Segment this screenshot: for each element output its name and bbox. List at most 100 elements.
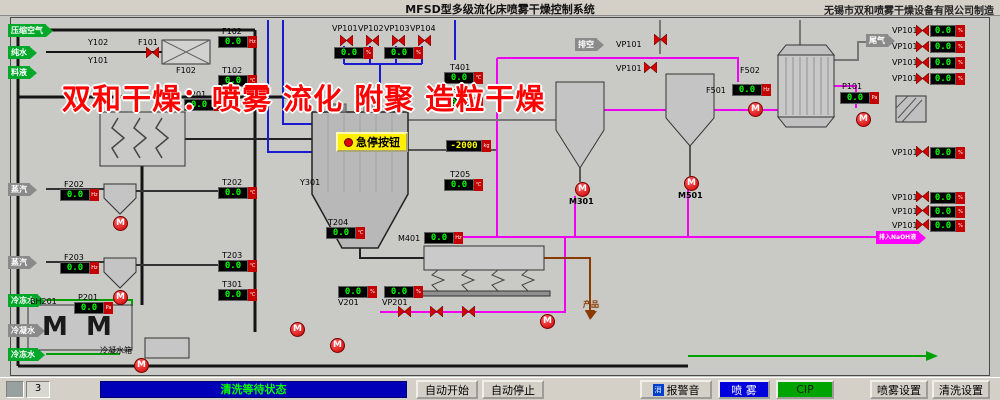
equipment-label: VP101 xyxy=(892,58,918,67)
estop-label: 急停按钮 xyxy=(356,136,400,149)
toolbar-button-auto-start[interactable]: 自动开始 xyxy=(416,380,478,399)
equipment-label: VP104 xyxy=(410,24,436,33)
equipment-label: T201 xyxy=(186,90,207,99)
equipment-label: P101 xyxy=(842,82,863,91)
flow-arrow: 冷冻水 xyxy=(8,348,45,361)
valve-icon[interactable] xyxy=(915,40,930,53)
pump-icon[interactable]: M xyxy=(113,216,128,231)
equipment-label: VP101 xyxy=(892,42,918,51)
valve-icon[interactable] xyxy=(915,218,930,231)
flow-arrow: 压缩空气 xyxy=(8,24,53,37)
pump-icon[interactable]: M xyxy=(684,176,699,191)
flow-arrow: 冷凝水 xyxy=(8,324,45,337)
pump-icon[interactable]: M xyxy=(134,358,149,373)
page-title: MFSD型多级流化床喷雾干燥控制系统 xyxy=(405,3,595,16)
flow-arrow: 纯水 xyxy=(8,46,37,59)
diagram-canvas xyxy=(10,17,990,376)
digital-display: 0.0% xyxy=(930,25,965,37)
pump-icon[interactable]: M xyxy=(540,314,555,329)
equipment-label: VP101 xyxy=(892,193,918,202)
equipment-label: VP101 xyxy=(616,64,642,73)
equipment-label: VP101 xyxy=(332,24,358,33)
toolbar-button-spray-mode[interactable]: 喷 雾 xyxy=(718,380,770,399)
valve-icon[interactable] xyxy=(915,145,930,158)
toolbar-button-clean-settings[interactable]: 清洗设置 xyxy=(932,380,990,399)
valve-icon[interactable] xyxy=(915,190,930,203)
toolbar-button-spray-settings[interactable]: 喷雾设置 xyxy=(870,380,928,399)
digital-display: 0.0% xyxy=(384,47,423,59)
equipment-label: VP102 xyxy=(358,24,384,33)
toolbar-button-mute-alarm[interactable]: 消报警音 xyxy=(640,380,712,399)
digital-display: 0.0℃ xyxy=(444,97,483,109)
equipment-label: VP101 xyxy=(892,74,918,83)
equipment-label: Y101 xyxy=(88,56,109,65)
digital-display: 0.0% xyxy=(930,73,965,85)
digital-display: 0.0% xyxy=(930,192,965,204)
toolbar-button-auto-stop[interactable]: 自动停止 xyxy=(482,380,544,399)
button-label: 喷雾设置 xyxy=(877,383,921,397)
digital-display: 0.0% xyxy=(930,220,965,232)
valve-icon[interactable] xyxy=(417,34,432,47)
equipment-label: M401 xyxy=(398,234,421,243)
valve-icon[interactable] xyxy=(915,56,930,69)
pump-icon[interactable]: M xyxy=(748,102,763,117)
pump-icon[interactable]: M xyxy=(575,182,590,197)
valve-icon[interactable] xyxy=(429,305,444,318)
equipment-label: BH201 xyxy=(30,297,57,306)
equipment-label: F501 xyxy=(706,86,726,95)
watermark-text: 双和干燥：喷雾 流化 附聚 造粒干燥 xyxy=(62,82,546,116)
digital-display: 0.0℃ xyxy=(326,227,365,239)
flow-arrow: 排空 xyxy=(575,38,604,51)
digital-display: 0.0℃ xyxy=(218,75,257,87)
equipment-label: F202 xyxy=(64,180,84,189)
pump-icon[interactable]: M xyxy=(113,290,128,305)
pump-label: M301 xyxy=(569,197,594,206)
pump-icon[interactable]: M xyxy=(290,322,305,337)
status-icon-box xyxy=(6,381,24,398)
equipment-label: F203 xyxy=(64,253,84,262)
button-label: 自动开始 xyxy=(425,383,469,397)
valve-icon[interactable] xyxy=(365,34,380,47)
digital-display: 0.0℃ xyxy=(218,289,257,301)
counter-box: 3 xyxy=(26,381,50,398)
status-bar: 清洗等待状态 xyxy=(100,381,407,398)
mute-icon: 消 xyxy=(652,383,664,396)
button-label: 报警音 xyxy=(666,383,700,397)
digital-display: 0.0% xyxy=(930,147,965,159)
valve-icon[interactable] xyxy=(391,34,406,47)
valve-icon[interactable] xyxy=(915,72,930,85)
equipment-label: F502 xyxy=(740,66,760,75)
valve-icon[interactable] xyxy=(643,61,658,74)
digital-display: 0.0℃ xyxy=(184,99,223,111)
toolbar-button-cip-mode[interactable]: CIP xyxy=(776,380,834,399)
equipment-label: T402 xyxy=(450,88,471,97)
agitator-icon: M xyxy=(42,312,68,342)
valve-icon[interactable] xyxy=(145,46,160,59)
pump-icon[interactable]: M xyxy=(330,338,345,353)
valve-icon[interactable] xyxy=(915,204,930,217)
equipment-label: T203 xyxy=(222,251,243,260)
equipment-label: T205 xyxy=(450,170,471,179)
valve-icon[interactable] xyxy=(653,33,668,46)
flow-arrow: 料液 xyxy=(8,66,37,79)
pump-icon[interactable]: M xyxy=(856,112,871,127)
emergency-stop-button[interactable]: 急停按钮 xyxy=(336,132,408,152)
valve-icon[interactable] xyxy=(397,305,412,318)
equipment-label: T102 xyxy=(222,66,243,75)
equipment-label: T204 xyxy=(328,218,349,227)
equipment-label: T202 xyxy=(222,178,243,187)
equipment-label: F102 xyxy=(176,66,196,75)
valve-icon[interactable] xyxy=(461,305,476,318)
digital-display: 0.0℃ xyxy=(218,260,257,272)
button-label: CIP xyxy=(796,383,814,396)
valve-icon[interactable] xyxy=(339,34,354,47)
equipment-label: V201 xyxy=(338,298,359,307)
equipment-label: T301 xyxy=(222,280,243,289)
valve-icon[interactable] xyxy=(915,24,930,37)
